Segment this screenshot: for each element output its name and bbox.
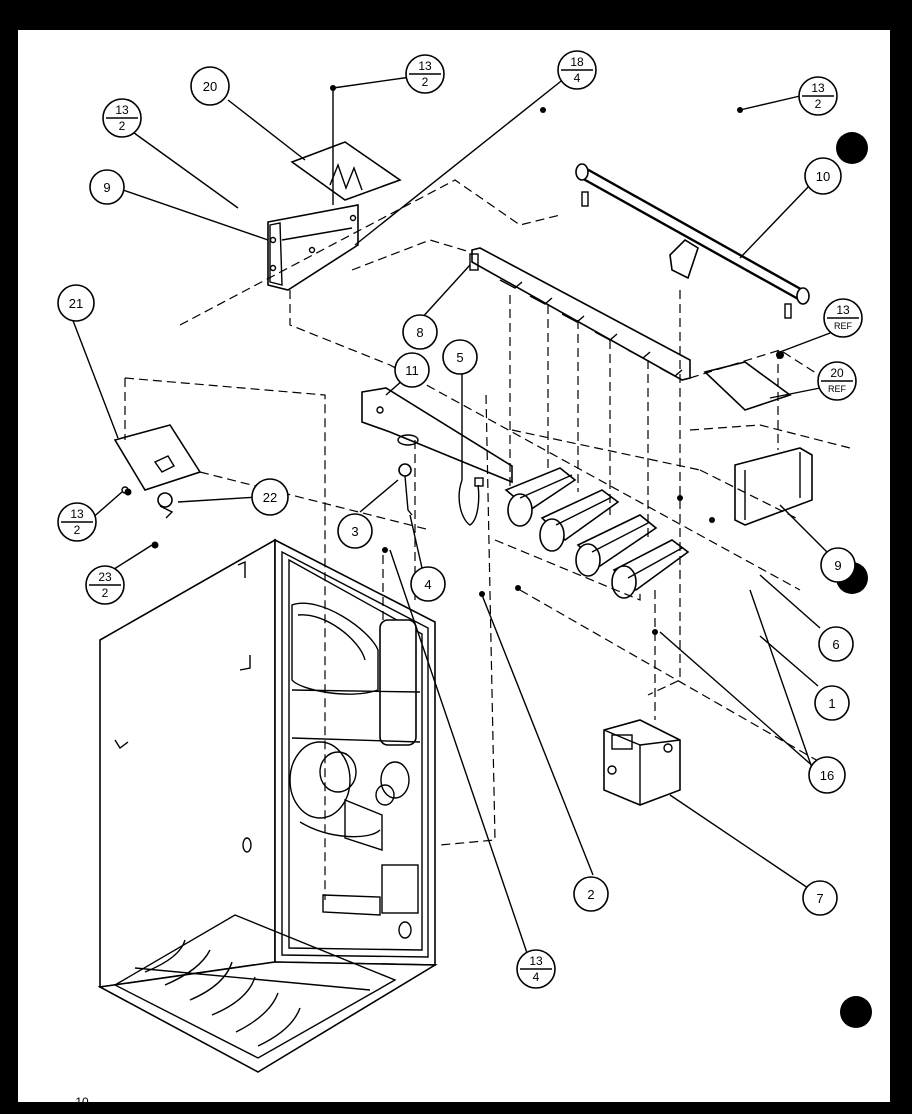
rail-10 (575, 163, 810, 319)
callout-13-2-top: 13 2 (102, 98, 142, 138)
callout-16: 16 (808, 756, 846, 794)
svg-text:10: 10 (816, 169, 830, 184)
page-number: 10 (75, 1095, 89, 1109)
burner (539, 489, 620, 552)
svg-text:4: 4 (574, 71, 581, 85)
svg-text:20: 20 (830, 366, 844, 380)
callout-1: 1 (814, 685, 850, 721)
svg-text:2: 2 (587, 887, 594, 902)
callout-9-right: 9 (820, 547, 856, 583)
construction-lines (124, 179, 851, 900)
callout-2: 2 (573, 876, 609, 912)
svg-text:11: 11 (405, 363, 419, 378)
registration-dot (840, 996, 872, 1028)
svg-text:13: 13 (418, 59, 432, 73)
callout-4: 4 (410, 566, 446, 602)
svg-text:13: 13 (70, 507, 84, 521)
svg-text:18: 18 (570, 55, 584, 69)
svg-text:9: 9 (834, 558, 841, 573)
svg-text:3: 3 (351, 524, 358, 539)
shield-20 (290, 141, 402, 201)
burner-assembly (504, 467, 690, 599)
registration-dot (836, 132, 868, 164)
callout-9: 9 (89, 169, 125, 205)
svg-text:2: 2 (74, 523, 81, 537)
callout-5: 5 (442, 339, 478, 375)
svg-text:REF: REF (828, 384, 847, 394)
callout-21: 21 (57, 284, 95, 322)
callout-23-2: 23 2 (85, 565, 125, 605)
callout-3: 3 (337, 513, 373, 549)
svg-text:8: 8 (416, 325, 423, 340)
svg-text:23: 23 (98, 570, 112, 584)
burner (575, 514, 658, 577)
callout-11: 11 (394, 352, 430, 388)
callout-13-ref: 13 REF (823, 298, 863, 338)
leader-lines (71, 75, 839, 954)
callout-7: 7 (802, 880, 838, 916)
control-module-7 (603, 719, 681, 806)
svg-text:7: 7 (816, 891, 823, 906)
svg-text:2: 2 (102, 586, 109, 600)
svg-text:4: 4 (533, 970, 540, 984)
svg-text:13: 13 (836, 303, 850, 317)
svg-text:22: 22 (263, 490, 277, 505)
callout-20: 20 (190, 66, 230, 106)
bracket-9-right (734, 447, 813, 526)
svg-text:6: 6 (832, 637, 839, 652)
svg-text:21: 21 (69, 296, 83, 311)
svg-text:16: 16 (820, 768, 834, 783)
svg-text:2: 2 (119, 119, 126, 133)
small-parts (157, 463, 484, 526)
callout-13-2-center: 13 2 (405, 54, 445, 94)
callout-20-ref: 20 REF (817, 361, 857, 401)
callout-13-2-left: 13 2 (57, 502, 97, 542)
screws (124, 85, 784, 635)
bracket-11 (361, 387, 513, 484)
svg-text:REF: REF (834, 321, 853, 331)
callout-22: 22 (251, 478, 289, 516)
svg-text:4: 4 (424, 577, 431, 592)
callout-10: 10 (804, 157, 842, 195)
callout-18-4: 18 4 (557, 50, 597, 90)
callout-13-4: 13 4 (516, 949, 556, 989)
svg-text:1: 1 (828, 696, 835, 711)
callout-13-2-right: 13 2 (798, 76, 838, 116)
callout-8: 8 (402, 314, 438, 350)
bracket-9 (267, 204, 359, 291)
svg-text:20: 20 (203, 79, 217, 94)
svg-text:2: 2 (422, 75, 429, 89)
svg-text:5: 5 (456, 350, 463, 365)
svg-text:2: 2 (815, 97, 822, 111)
svg-text:13: 13 (115, 103, 129, 117)
callout-6: 6 (818, 626, 854, 662)
svg-text:9: 9 (103, 180, 110, 195)
furnace-cabinet (97, 538, 438, 1073)
svg-text:13: 13 (811, 81, 825, 95)
svg-text:13: 13 (529, 954, 543, 968)
